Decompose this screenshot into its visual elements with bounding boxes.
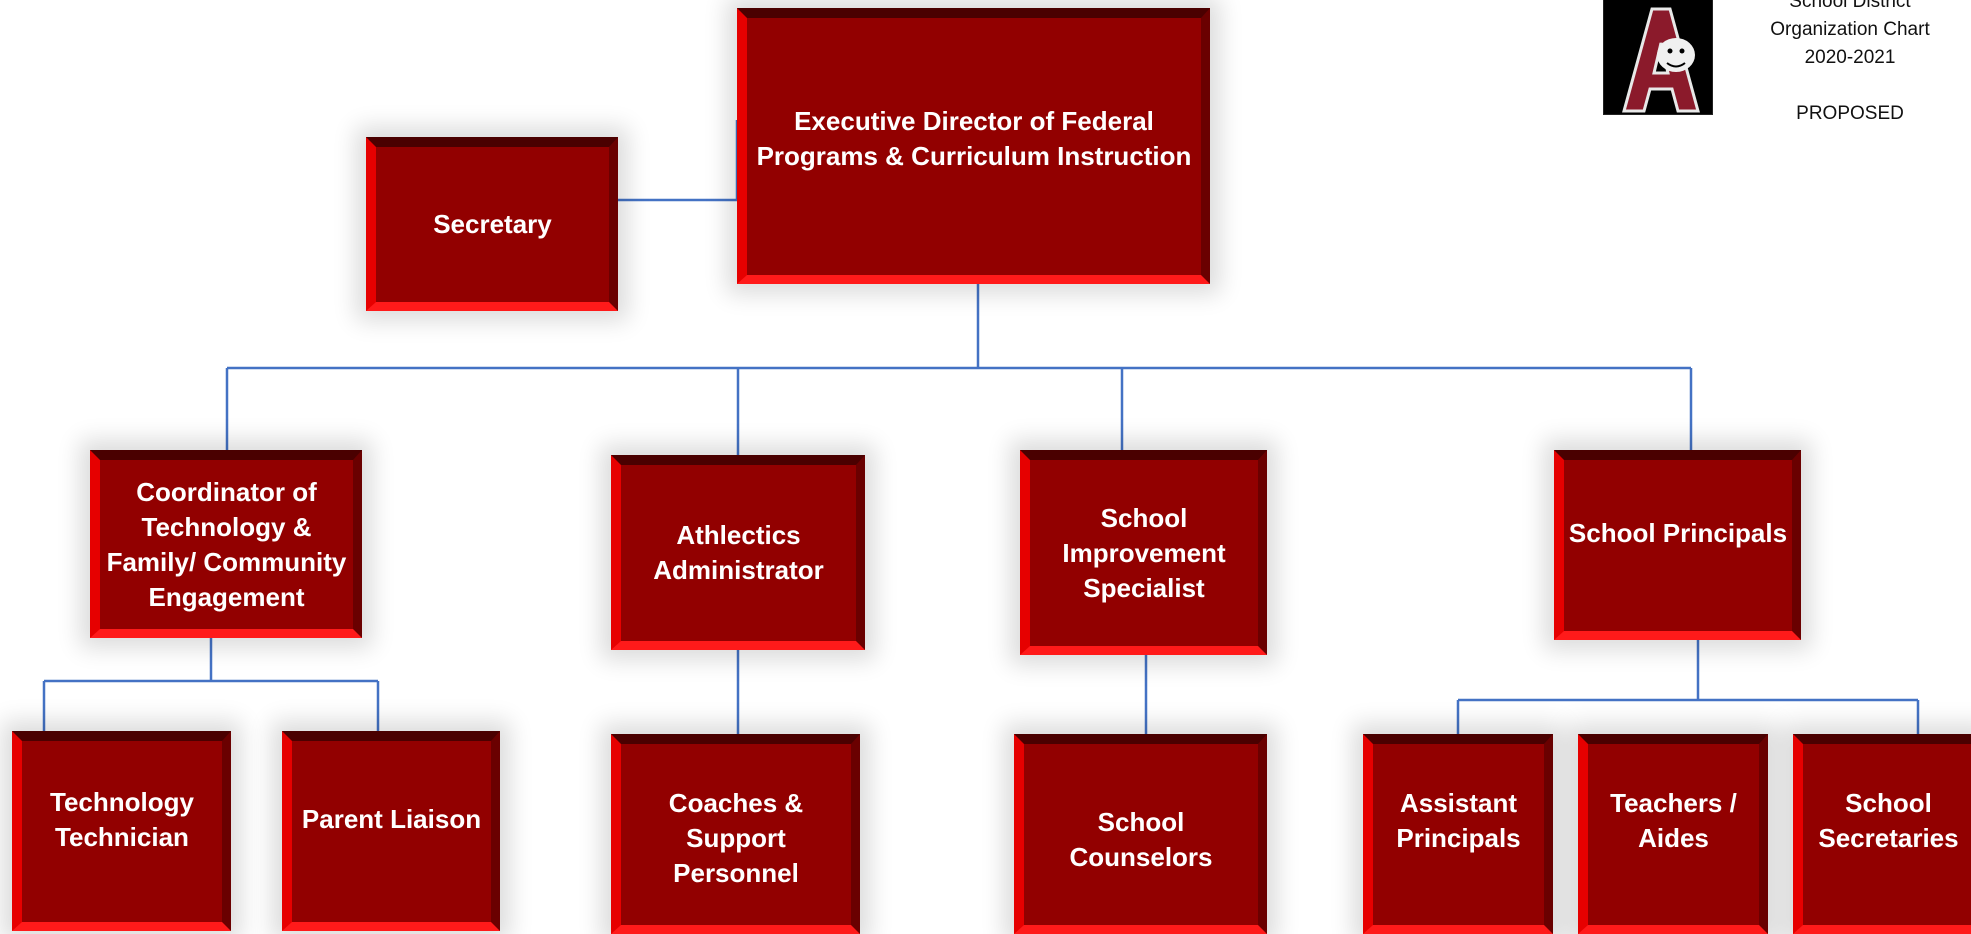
box-school-secretaries-label: School Secretaries xyxy=(1818,788,1959,853)
caption-title-cut: School District xyxy=(1789,0,1911,12)
box-parent-liaison: Parent Liaison xyxy=(282,731,500,931)
connector-secretary xyxy=(618,120,739,202)
box-secretary-label: Secretary xyxy=(433,209,552,239)
caption-year: 2020-2021 xyxy=(1804,47,1896,68)
chart-caption: School District Organization Chart 2020-… xyxy=(1740,0,1960,128)
box-executive-director-label: Executive Director of Federal Programs &… xyxy=(756,106,1192,171)
box-athletics-administrator-label: Athlectics Administrator xyxy=(653,520,824,585)
box-coaches-support-label: Coaches & Support Personnel xyxy=(668,788,804,888)
box-school-principals: School Principals xyxy=(1554,450,1801,640)
box-coaches-support: Coaches & Support Personnel xyxy=(611,734,860,934)
box-assistant-principals: Assistant Principals xyxy=(1363,734,1553,934)
box-coordinator: Coordinator of Technology & Family/ Comm… xyxy=(90,450,362,638)
box-school-principals-label: School Principals xyxy=(1568,518,1788,548)
connector-coordinator-down xyxy=(42,636,380,731)
box-secretary: Secretary xyxy=(366,137,618,311)
school-logo xyxy=(1603,0,1713,115)
box-athletics-administrator: Athlectics Administrator xyxy=(611,455,865,650)
box-school-improvement-label: School Improvement Specialist xyxy=(1062,502,1226,603)
box-coordinator-label: Coordinator of Technology & Family/ Comm… xyxy=(106,476,347,612)
box-school-improvement: School Improvement Specialist xyxy=(1020,450,1267,655)
box-assistant-principals-label: Assistant Principals xyxy=(1396,788,1521,853)
box-teachers-aides-label: Teachers / Aides xyxy=(1610,788,1737,853)
connector-principals-down xyxy=(1456,638,1920,734)
box-executive-director: Executive Director of Federal Programs &… xyxy=(737,8,1210,284)
box-school-secretaries: School Secretaries xyxy=(1793,734,1971,934)
box-technology-technician-label: Technology Technician xyxy=(50,787,194,852)
caption-status: PROPOSED xyxy=(1796,103,1904,124)
caption-title: Organization Chart xyxy=(1770,19,1930,40)
box-school-counselors: School Counselors xyxy=(1014,734,1267,934)
box-technology-technician: Technology Technician xyxy=(12,731,231,931)
box-school-counselors-label: School Counselors xyxy=(1069,807,1213,872)
box-teachers-aides: Teachers / Aides xyxy=(1578,734,1768,934)
box-parent-liaison-label: Parent Liaison xyxy=(301,804,482,834)
